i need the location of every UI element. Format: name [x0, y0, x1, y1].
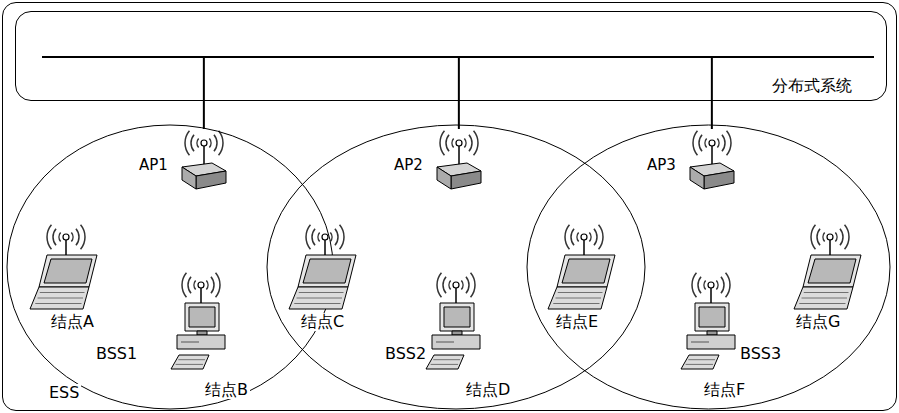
router-icon	[176, 129, 232, 205]
wired-link	[203, 56, 205, 129]
desktop-station: 结点F	[679, 269, 747, 399]
node-label: 结点F	[702, 381, 747, 399]
distribution-system: 分布式系统	[15, 11, 887, 101]
access-point: AP1	[137, 129, 232, 205]
desktop-icon	[169, 269, 233, 381]
laptop-icon	[288, 213, 358, 313]
desktop-icon	[424, 269, 488, 381]
node-label: 结点C	[299, 313, 346, 331]
laptop-icon	[29, 213, 99, 313]
router-icon	[684, 129, 740, 205]
bss-outline	[6, 124, 334, 410]
node-label: BSS1	[94, 345, 139, 363]
bss-outline	[526, 124, 891, 410]
node-label: AP2	[392, 157, 425, 174]
wired-link	[711, 56, 713, 129]
node-label: AP1	[137, 157, 170, 174]
node-label: 结点D	[464, 381, 512, 399]
node-label: 结点A	[49, 313, 96, 331]
laptop-station: 结点G	[793, 213, 863, 331]
node-label: ESS	[47, 384, 81, 402]
node-label: 结点B	[203, 381, 250, 399]
laptop-station: 结点A	[29, 213, 99, 331]
node-label: 结点G	[794, 313, 842, 331]
access-point: AP2	[392, 129, 487, 205]
node-label: BSS3	[738, 345, 783, 363]
wired-link	[458, 56, 460, 129]
bss-circle: AP1 结点A 结点B BSS1	[6, 124, 334, 410]
desktop-icon	[679, 269, 743, 381]
access-point: AP3	[645, 129, 740, 205]
bss-circle: AP3 结点F 结点G BSS3	[526, 124, 891, 410]
bus-line	[16, 12, 888, 102]
desktop-station: 结点B	[169, 269, 250, 399]
laptop-station: 结点E	[547, 213, 617, 331]
node-label: 结点E	[554, 313, 600, 331]
router-icon	[431, 129, 487, 205]
laptop-icon	[547, 213, 617, 313]
node-label: AP3	[645, 157, 678, 174]
laptop-station: 结点C	[288, 213, 358, 331]
laptop-icon	[793, 213, 863, 313]
desktop-station: 结点D	[424, 269, 512, 399]
node-label: BSS2	[383, 345, 428, 363]
node-label: 分布式系统	[770, 77, 854, 95]
